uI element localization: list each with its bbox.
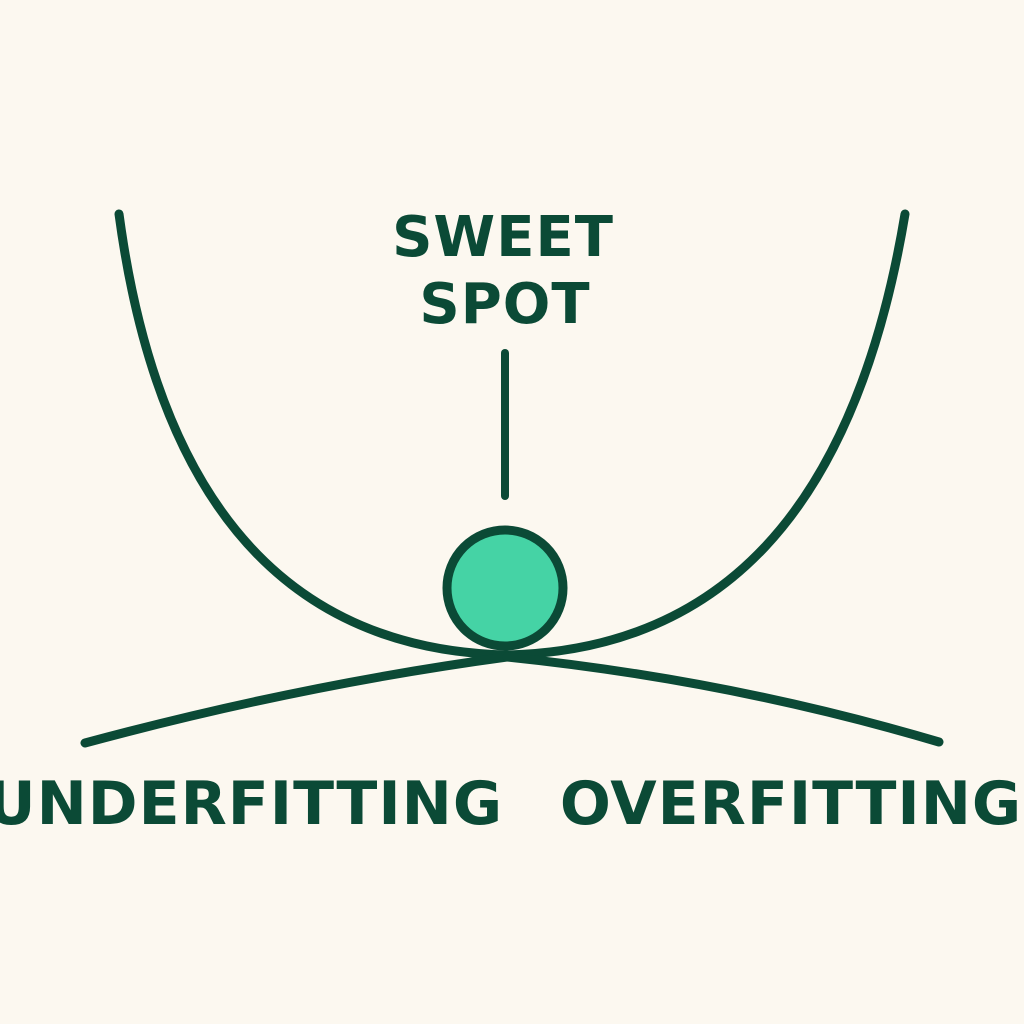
underfitting-label: UNDERFITTING — [0, 769, 503, 839]
sweet-spot-label-line1: SWEET — [392, 205, 614, 270]
overfitting-label: OVERFITTING — [560, 769, 1022, 839]
lower-left-arc — [80, 652, 512, 748]
sweet-spot-label-line2: SPOT — [419, 272, 590, 337]
lower-right-arc — [502, 652, 944, 747]
sweet-spot-ball — [442, 525, 568, 651]
